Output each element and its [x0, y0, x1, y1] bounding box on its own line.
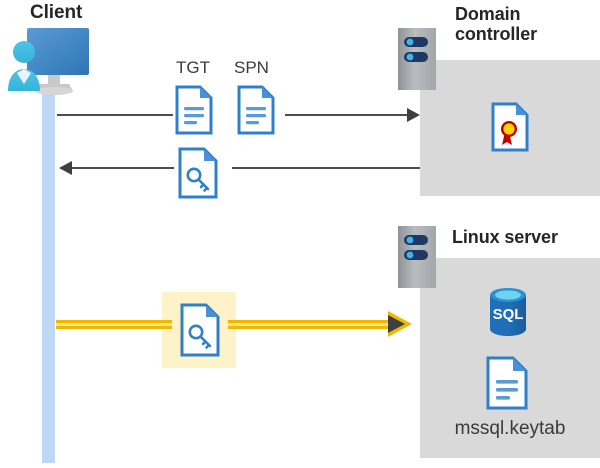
response-flow-arrowhead [59, 161, 72, 175]
request-flow-line-left [57, 114, 173, 116]
service-ticket-key-document-icon [180, 303, 220, 357]
keytab-filename-label: mssql.keytab [454, 418, 566, 439]
request-flow-arrowhead [407, 108, 420, 122]
certificate-document-icon [491, 102, 529, 152]
sql-database-icon: SQL [487, 286, 529, 338]
domain-controller-title-line1: Domain [455, 4, 521, 24]
sql-icon-label: SQL [493, 306, 524, 323]
tgt-document-icon [175, 85, 213, 135]
service-ticket-arrowhead-inner [388, 315, 405, 333]
client-title: Client [30, 2, 83, 23]
service-ticket-line-right-inner [228, 323, 392, 326]
keytab-document-icon [486, 356, 528, 410]
service-ticket-line-left-inner [56, 323, 172, 326]
request-flow-line-right [285, 114, 409, 116]
linux-server-rack-icon [398, 226, 436, 288]
spn-label: SPN [234, 58, 269, 77]
domain-controller-rack-icon [398, 28, 436, 90]
ticket-key-document-icon [178, 147, 218, 199]
tgt-label: TGT [176, 58, 210, 77]
response-flow-line-right [232, 167, 420, 169]
response-flow-line-left [72, 167, 174, 169]
domain-controller-title: Domain controller [455, 4, 595, 44]
linux-server-title: Linux server [452, 227, 558, 247]
domain-controller-title-line2: controller [455, 24, 538, 45]
client-lifeline [42, 88, 55, 463]
client-workstation-icon [4, 24, 96, 96]
spn-document-icon [237, 85, 275, 135]
